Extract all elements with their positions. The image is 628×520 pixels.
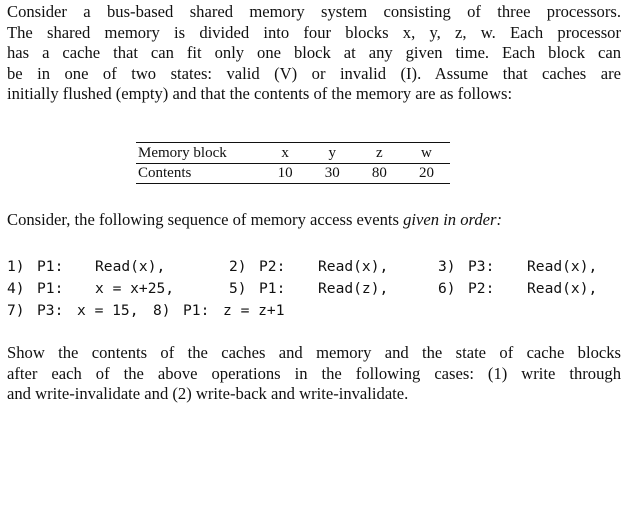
intro-line: has a cache that can fit only one block …: [7, 43, 621, 62]
block-name-cell: z: [376, 144, 383, 161]
event-operation: Read(x),: [318, 258, 389, 275]
event-operation: Read(x),: [527, 258, 598, 275]
memory-table-contents-row: Contents 10 30 80 20: [136, 164, 450, 183]
question-line: after each of the above operations in th…: [7, 363, 621, 383]
event-operation: Read(z),: [318, 280, 389, 297]
event-line: 4) P1: x = x+25, 5) P1: Read(z), 6) P2: …: [7, 278, 597, 300]
event-operation: Read(x),: [527, 280, 598, 297]
memory-table: Memory block x y z w Contents 10 30 80 2…: [136, 142, 450, 184]
document-page: Consider a bus-based shared memory syste…: [7, 2, 621, 405]
event-number: 4): [7, 280, 25, 297]
sequence-heading-text: Consider, the following sequence of memo…: [7, 210, 399, 229]
event-line: 1) P1: Read(x), 2) P2: Read(x), 3) P3: R…: [7, 256, 597, 278]
event-number: 5): [229, 280, 247, 297]
block-name-cell: w: [421, 144, 432, 161]
event-processor: P1:: [183, 302, 210, 319]
event-number: 2): [229, 258, 247, 275]
event-processor: P2:: [468, 280, 495, 297]
event-processor: P1:: [37, 258, 64, 275]
event-processor: P3:: [468, 258, 495, 275]
event-number: 8): [153, 302, 171, 319]
block-value-cell: 20: [418, 165, 434, 181]
sequence-heading-emphasis: given in order:: [403, 210, 503, 229]
block-name-cell: y: [328, 144, 337, 161]
memory-table-header-row: Memory block x y z w: [136, 143, 450, 164]
intro-paragraph: Consider a bus-based shared memory syste…: [7, 2, 621, 105]
event-number: 3): [438, 258, 456, 275]
sequence-heading: Consider, the following sequence of memo…: [7, 210, 502, 230]
memory-block-label: Memory block: [138, 144, 227, 161]
intro-line: be in one of two states: valid (V) or in…: [7, 63, 621, 83]
intro-line: The shared memory is divided into four b…: [7, 22, 621, 42]
event-number: 1): [7, 258, 25, 275]
event-line: 7) P3: x = 15, 8) P1: z = z+1: [7, 300, 285, 322]
block-value-cell: 30: [324, 165, 340, 181]
question-line: and write-invalidate and (2) write-back …: [7, 384, 409, 403]
event-operation: x = x+25,: [95, 280, 175, 297]
question-line: Show the contents of the caches and memo…: [7, 343, 621, 362]
event-list: 1) P1: Read(x), 2) P2: Read(x), 3) P3: R…: [7, 256, 597, 322]
event-number: 6): [438, 280, 456, 297]
event-processor: P3:: [37, 302, 64, 319]
block-value-cell: 80: [371, 165, 387, 181]
event-processor: P1:: [259, 280, 286, 297]
event-processor: P1:: [37, 280, 64, 297]
event-processor: P2:: [259, 258, 286, 275]
intro-line: initially flushed (empty) and that the c…: [7, 84, 513, 103]
event-operation: z = z+1: [223, 302, 285, 319]
event-number: 7): [7, 302, 25, 319]
event-operation: x = 15,: [77, 302, 139, 319]
intro-line: Consider a bus-based shared memory syste…: [7, 2, 621, 21]
block-name-cell: x: [281, 144, 289, 161]
contents-label: Contents: [138, 165, 192, 181]
question-paragraph: Show the contents of the caches and memo…: [7, 343, 621, 405]
event-operation: Read(x),: [95, 258, 166, 275]
block-value-cell: 10: [277, 165, 293, 181]
